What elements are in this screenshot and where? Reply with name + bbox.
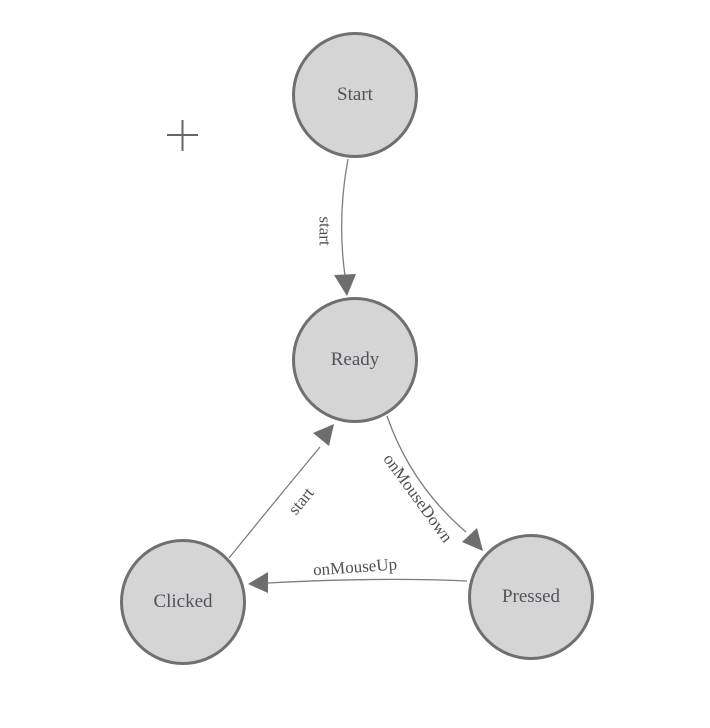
- node-label: Pressed: [501, 586, 561, 607]
- node-start[interactable]: Start: [292, 32, 418, 158]
- crosshair-icon: [167, 120, 198, 151]
- edge-ready-to-pressed[interactable]: [386, 415, 483, 551]
- node-label: Clicked: [153, 591, 213, 612]
- edge-clicked-to-ready[interactable]: [228, 424, 334, 559]
- node-ready[interactable]: Ready: [292, 297, 418, 423]
- node-pressed[interactable]: Pressed: [468, 534, 594, 660]
- edge-path[interactable]: [386, 415, 467, 533]
- arrowhead-icon: [334, 274, 356, 296]
- node-label: Start: [337, 84, 373, 105]
- edge-label-start-to-ready[interactable]: start: [315, 216, 335, 246]
- edge-pressed-to-clicked[interactable]: [248, 572, 468, 593]
- edge-start-to-ready[interactable]: [334, 158, 356, 296]
- node-label: Ready: [330, 349, 380, 370]
- arrowhead-icon: [313, 424, 334, 446]
- edge-path[interactable]: [267, 578, 468, 584]
- arrowhead-icon: [248, 572, 268, 593]
- edge-path[interactable]: [341, 158, 349, 277]
- edge-path[interactable]: [228, 446, 321, 559]
- arrowhead-icon: [462, 528, 483, 551]
- node-clicked[interactable]: Clicked: [120, 539, 246, 665]
